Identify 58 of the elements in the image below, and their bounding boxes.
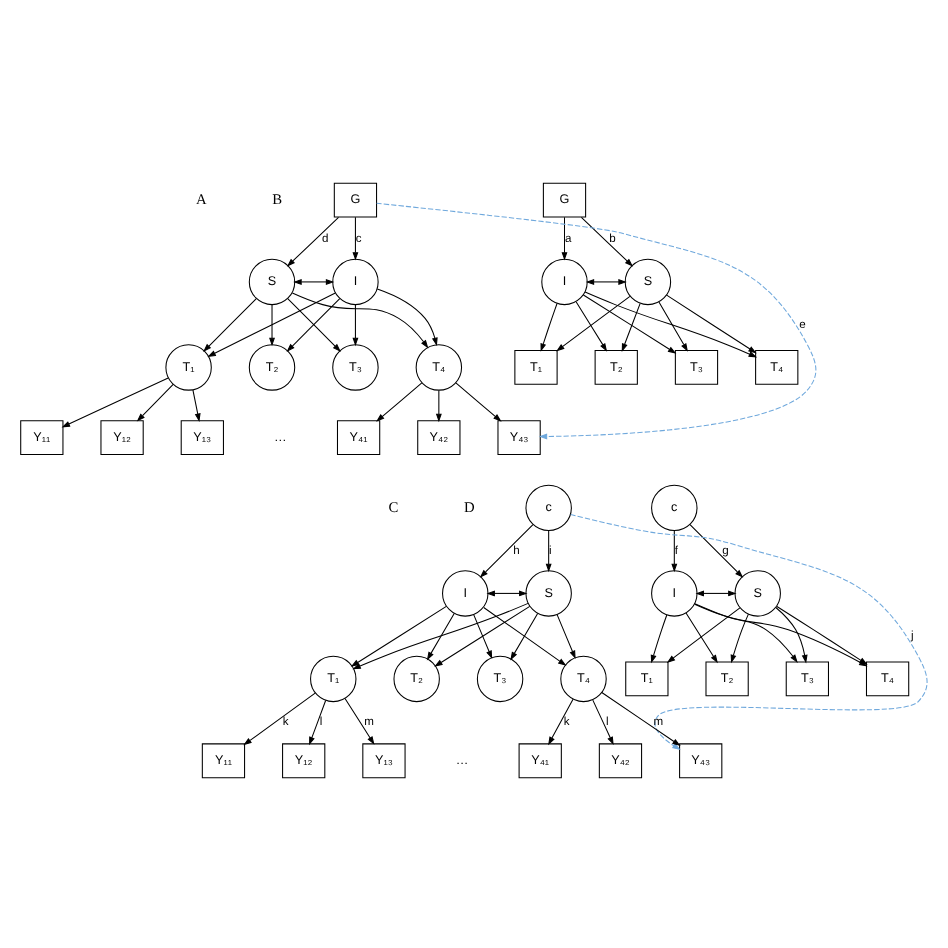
arrow [479, 524, 534, 578]
arrow [775, 607, 808, 664]
arrow [376, 202, 817, 440]
arrow [352, 304, 359, 347]
arrow [548, 698, 574, 746]
arrow [376, 288, 438, 347]
arrow [671, 530, 678, 573]
arrow [556, 614, 576, 660]
arrow [426, 612, 455, 661]
label: D [464, 497, 475, 516]
arrow [61, 377, 169, 428]
arrow [207, 292, 336, 358]
arrow [376, 382, 423, 422]
arrow [293, 278, 335, 285]
arrow [243, 692, 316, 746]
arrow [666, 294, 757, 354]
arrow [486, 590, 528, 597]
arrow [510, 612, 539, 661]
arrow [540, 303, 558, 352]
arrow [455, 382, 502, 422]
arrow [269, 304, 275, 347]
arrow [650, 614, 668, 664]
arrow [483, 606, 567, 666]
arrow [473, 614, 493, 660]
arrow [136, 383, 174, 422]
arrow [694, 603, 798, 663]
arrow [575, 301, 608, 352]
arrow [621, 303, 641, 352]
arrow [309, 700, 327, 746]
arrow [344, 697, 375, 745]
arrow [192, 389, 201, 422]
arrow [601, 691, 681, 747]
arrow [584, 291, 758, 358]
arrow [350, 605, 447, 667]
arrow [286, 216, 340, 267]
label: B [272, 190, 283, 208]
arrow [585, 278, 627, 285]
arrow [689, 524, 744, 578]
arrow [561, 216, 568, 261]
arrow [695, 590, 737, 597]
arrow [570, 514, 928, 750]
arrow [352, 216, 359, 261]
arrow [730, 613, 749, 664]
arrow [685, 612, 718, 664]
arrow [434, 605, 531, 667]
arrow [658, 301, 688, 352]
arrow [592, 699, 614, 746]
arrow [203, 298, 257, 352]
arrow [545, 530, 552, 573]
arrow [352, 602, 529, 670]
label: C [388, 497, 399, 516]
label: A [195, 190, 207, 208]
arrow [666, 607, 741, 663]
arrow [556, 295, 631, 352]
arrow [580, 216, 634, 267]
arrow [435, 389, 442, 423]
arrow [291, 292, 429, 349]
arrow [582, 294, 677, 354]
